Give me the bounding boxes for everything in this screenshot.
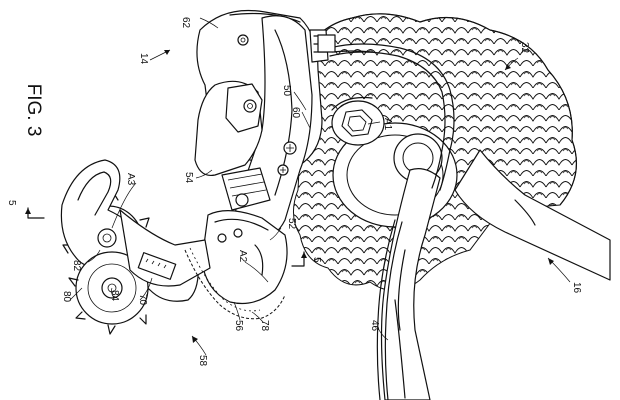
- callout-58: 58: [197, 355, 208, 367]
- callout-32: 32: [519, 42, 530, 54]
- callout-62: 62: [180, 17, 191, 29]
- callout-60: 60: [290, 107, 301, 119]
- callout-80: 80: [61, 291, 72, 303]
- callout-labels: 62 14 32 50 60 A1 54 A3 5 5 52 A2 82 84 …: [6, 17, 582, 367]
- callout-A3: A3: [125, 173, 136, 186]
- callout-84: 84: [109, 290, 120, 302]
- callout-54: 54: [183, 172, 194, 184]
- callout-78: 78: [259, 320, 270, 332]
- callout-52: 52: [286, 218, 297, 230]
- callout-16: 16: [571, 282, 582, 294]
- mounting-bolt: [331, 96, 385, 146]
- callout-14: 14: [138, 53, 149, 65]
- shift-cable: [329, 43, 455, 400]
- callout-56: 56: [233, 320, 244, 332]
- callout-5-left: 5: [6, 200, 17, 206]
- section-line-markers: [25, 207, 307, 267]
- chain-guide-cage: [60, 159, 286, 335]
- frame-stays: [380, 149, 611, 400]
- callout-50: 50: [281, 85, 292, 97]
- leader-lines: [69, 17, 571, 356]
- callout-70: 70: [137, 294, 148, 306]
- movable-member: [201, 210, 288, 305]
- callout-A1: A1: [382, 118, 393, 131]
- figure-label: FIG. 3: [23, 84, 44, 137]
- callout-A2: A2: [237, 250, 248, 263]
- cassette-sprockets: [293, 13, 578, 291]
- callout-82: 82: [71, 260, 82, 272]
- callout-5-right: 5: [311, 257, 322, 263]
- callout-46: 46: [369, 320, 380, 332]
- inner-link: [194, 80, 271, 211]
